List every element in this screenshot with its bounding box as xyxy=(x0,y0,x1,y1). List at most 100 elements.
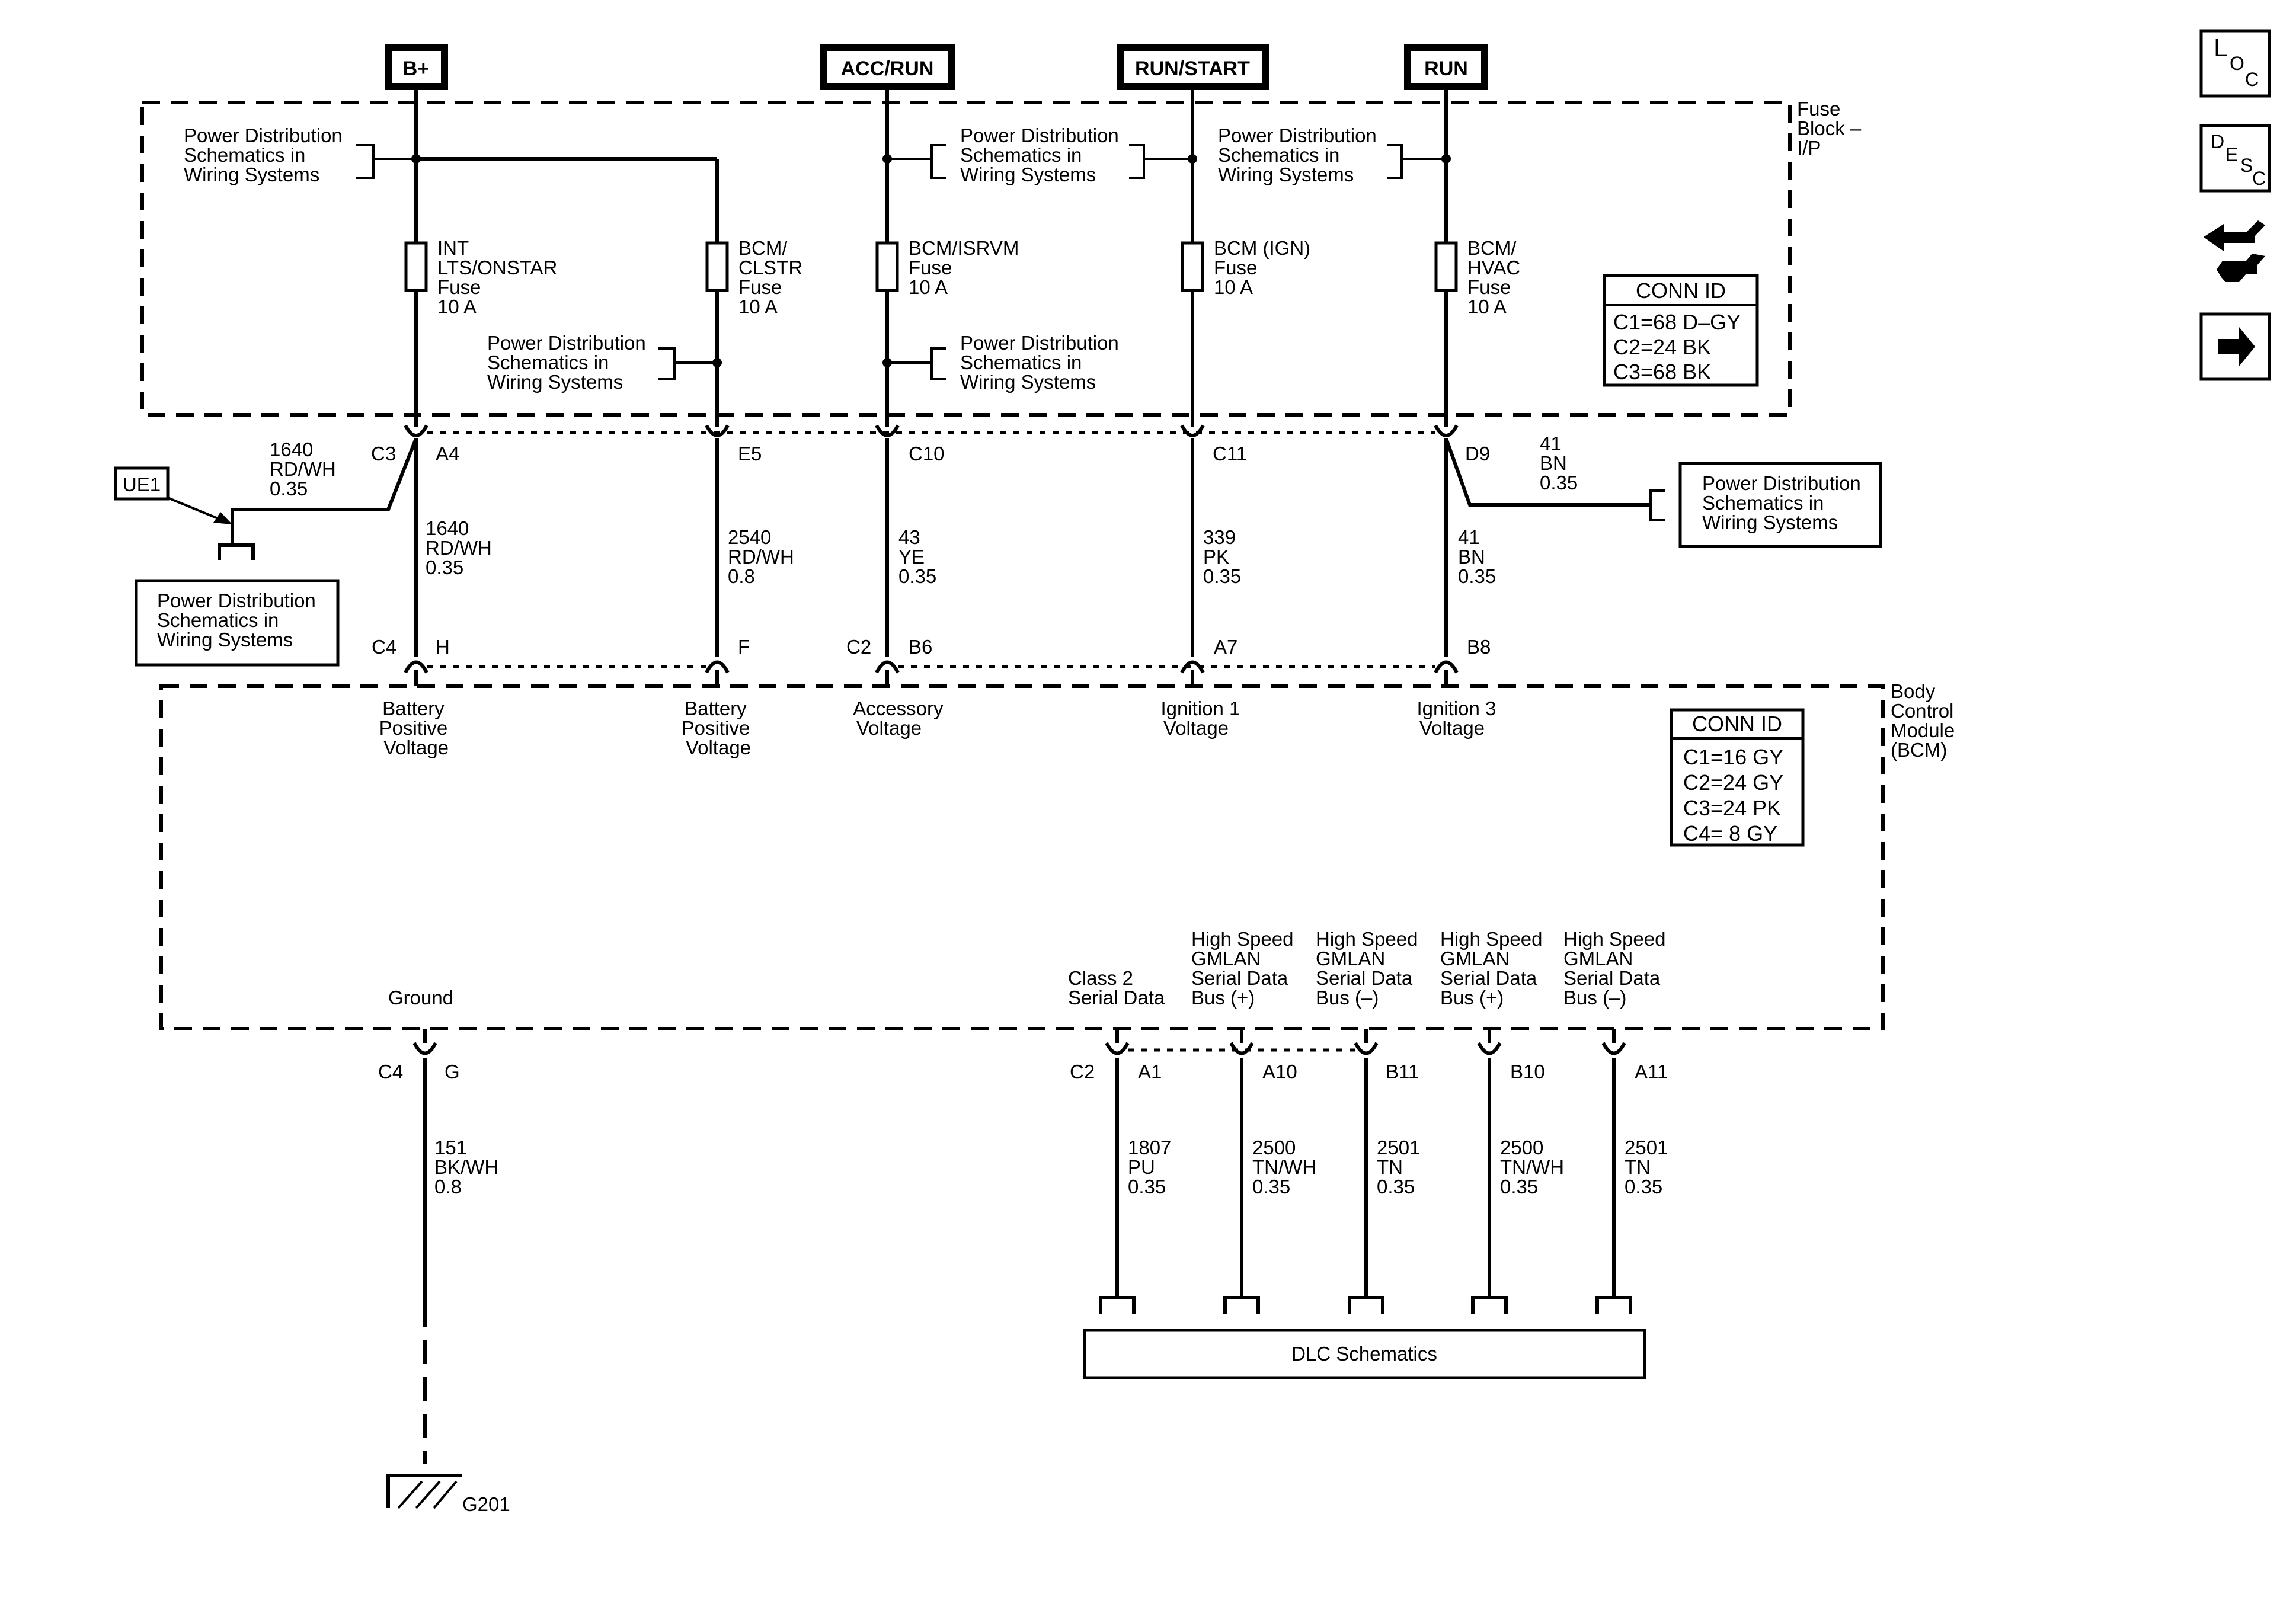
fuse-block-label: Fuse Block – I/P xyxy=(1797,98,1866,159)
fuse-block-connectors xyxy=(404,424,1459,437)
desc-icon[interactable]: D E S C xyxy=(2199,124,2271,193)
fuse-label-bcm-ign: BCM (IGN) Fuse 10 A xyxy=(1214,237,1316,298)
power-source-accrun: ACC/RUN xyxy=(820,44,955,90)
pin-c11: C11 xyxy=(1213,443,1247,465)
pin-a11: A11 xyxy=(1635,1061,1668,1083)
pin-g: G xyxy=(445,1061,460,1083)
svg-text:UE1: UE1 xyxy=(123,473,161,495)
power-source-label: RUN xyxy=(1424,57,1468,80)
svg-text:O: O xyxy=(2230,53,2244,74)
pin-c4-top: C4 xyxy=(372,636,396,658)
svg-text:CONN ID: CONN ID xyxy=(1692,712,1782,736)
mid-wires xyxy=(218,437,1665,657)
svg-text:L: L xyxy=(2214,33,2228,62)
pin-f: F xyxy=(738,636,750,658)
fuse-label-bcm-hvac: BCM/ HVAC Fuse 10 A xyxy=(1467,237,1526,318)
wire-label-2540: 2540 RD/WH 0.8 xyxy=(728,526,800,587)
wire-label-41: 41 BN 0.35 xyxy=(1458,526,1496,587)
fuse-label-int-lts: INT LTS/ONSTAR Fuse 10 A xyxy=(437,237,562,318)
power-source-label: ACC/RUN xyxy=(841,57,934,80)
bcm-input-accessory: Accessory Voltage xyxy=(853,697,948,739)
pin-b8: B8 xyxy=(1467,636,1491,658)
power-source-run: RUN xyxy=(1404,44,1488,90)
pin-a4: A4 xyxy=(436,443,459,465)
pin-h: H xyxy=(436,636,450,658)
power-source-label: RUN/START xyxy=(1135,57,1250,80)
bcm-input-battery-2: Battery Positive Voltage xyxy=(682,697,756,758)
pin-a10: A10 xyxy=(1262,1061,1297,1083)
d9-wire-label: 41 BN 0.35 xyxy=(1540,433,1578,494)
pin-c2-bottom: C2 xyxy=(1070,1061,1095,1083)
fuse-label-bcm-clstr: BCM/ CLSTR Fuse 10 A xyxy=(738,237,808,318)
svg-text:CONN ID: CONN ID xyxy=(1636,279,1726,303)
pin-c2-top: C2 xyxy=(846,636,871,658)
power-source-runstart: RUN/START xyxy=(1117,44,1269,90)
power-source-bplus: B+ xyxy=(385,44,448,90)
pin-a1: A1 xyxy=(1138,1061,1162,1083)
bcm-bottom-connectors xyxy=(412,1029,1626,1055)
bcm-input-battery-1: Battery Positive Voltage xyxy=(379,697,453,758)
pin-e5: E5 xyxy=(738,443,762,465)
pin-c4-bottom: C4 xyxy=(378,1061,403,1083)
svg-text:E: E xyxy=(2225,144,2238,165)
diagnostic-tools-icon[interactable] xyxy=(2204,220,2265,282)
bcm-label: Body Control Module (BCM) xyxy=(1891,680,1960,761)
pin-b10: B10 xyxy=(1510,1061,1545,1083)
wire-label-43: 43 YE 0.35 xyxy=(898,526,936,587)
bcm-input-ignition1: Ignition 1 Voltage xyxy=(1160,697,1245,739)
pin-b6: B6 xyxy=(909,636,932,658)
ground-wire xyxy=(386,1058,462,1509)
loc-icon[interactable]: L O C xyxy=(2199,29,2271,98)
ground-g201-label: G201 xyxy=(462,1493,510,1515)
bcm-outline xyxy=(159,684,1885,1030)
ue1-callout: UE1 xyxy=(114,466,232,524)
fuse-label-bcm-isrvm: BCM/ISRVM Fuse 10 A xyxy=(909,237,1025,298)
bcm-input-ignition3: Ignition 3 Voltage xyxy=(1416,697,1501,739)
bcm-top-connectors xyxy=(404,660,1459,686)
pin-b11: B11 xyxy=(1386,1061,1419,1083)
wire-label-1640: 1640 RD/WH 0.35 xyxy=(426,517,497,578)
svg-text:C: C xyxy=(2252,168,2266,189)
dlc-schematics-link[interactable]: DLC Schematics xyxy=(1083,1329,1646,1379)
fuse-block-outline xyxy=(140,101,1792,417)
wire-label-339: 339 PK 0.35 xyxy=(1203,526,1241,587)
next-arrow-icon[interactable] xyxy=(2199,312,2271,381)
pin-a7: A7 xyxy=(1214,636,1237,658)
svg-text:DLC Schematics: DLC Schematics xyxy=(1291,1343,1437,1365)
svg-text:S: S xyxy=(2240,155,2253,176)
ground-wire-label: 151 BK/WH 0.8 xyxy=(434,1137,504,1198)
bcm-class2-label: Class 2 Serial Data xyxy=(1068,967,1165,1009)
pin-c3: C3 xyxy=(371,443,396,465)
svg-text:C: C xyxy=(2245,69,2259,90)
dlc-wires xyxy=(1099,1058,1632,1314)
pin-d9: D9 xyxy=(1465,443,1490,465)
bcm-ground-label: Ground xyxy=(388,987,453,1009)
power-source-label: B+ xyxy=(403,57,429,80)
